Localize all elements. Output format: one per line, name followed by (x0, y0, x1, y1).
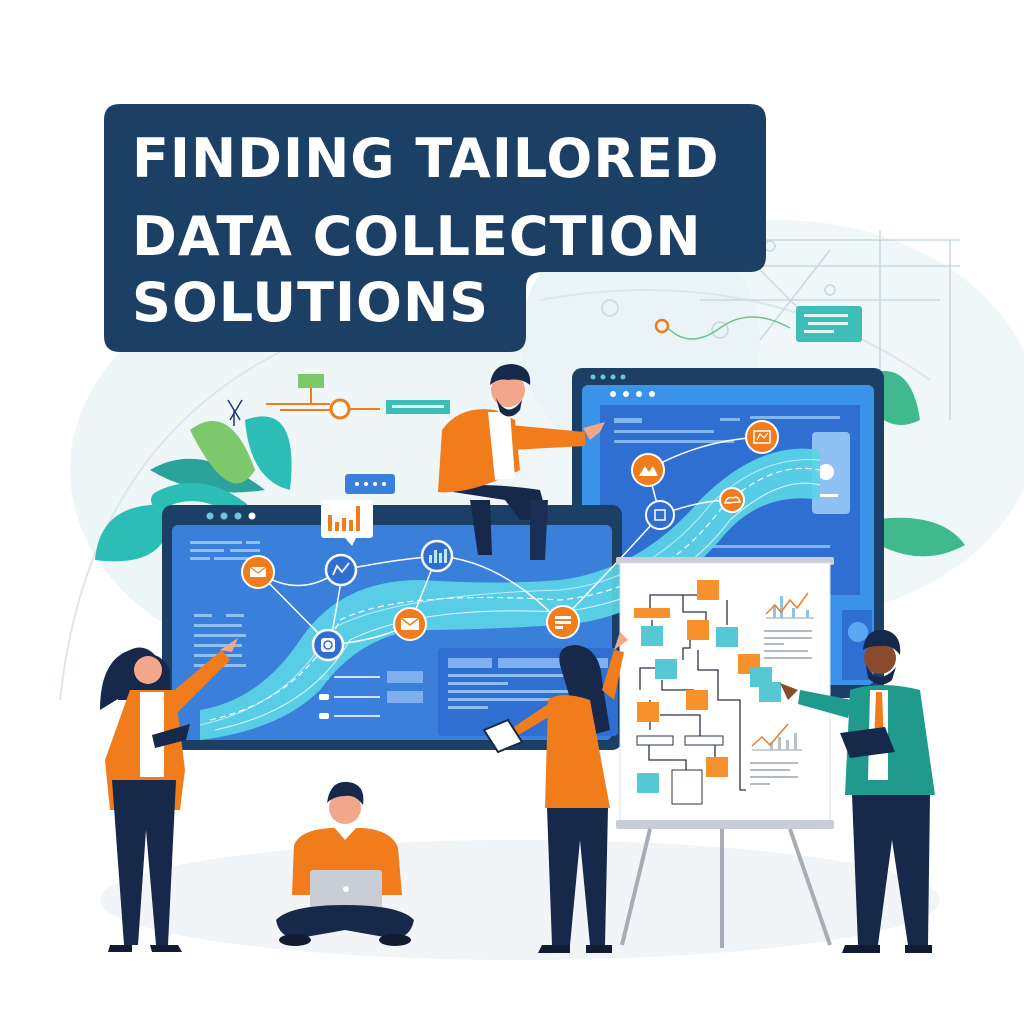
form-icon (546, 605, 580, 639)
floating-note-card (654, 306, 862, 342)
title-line-3: SOLUTIONS (132, 271, 490, 334)
whiteboard-chart-2 (751, 723, 802, 751)
man-cross-legged-laptop (276, 781, 414, 946)
mountain-icon (631, 453, 665, 487)
envelope-icon (393, 607, 427, 641)
plant-left (95, 416, 292, 562)
camera-icon (311, 628, 345, 662)
title-banner: FINDING TAILORED DATA COLLECTION SOLUTIO… (104, 104, 766, 352)
man-sitting-on-monitor (438, 364, 605, 560)
flowchart-notes (634, 580, 781, 805)
cloud-icon (719, 487, 745, 513)
data-nodes (241, 420, 779, 662)
title-line-1: FINDING TAILORED (132, 127, 720, 190)
grid-icon (645, 500, 675, 530)
woman-pointing (100, 638, 238, 952)
mail-icon (241, 555, 275, 589)
title-banner-shape (104, 104, 766, 352)
bar-chart-icon (420, 539, 454, 573)
whiteboard-chart-1 (765, 592, 814, 619)
chart-icon (324, 553, 358, 587)
woman-with-tablet (482, 632, 628, 953)
man-presenting (780, 629, 935, 953)
floating-connector (227, 374, 450, 426)
pm-icon (745, 420, 779, 454)
chart-bubble (321, 474, 395, 546)
form-rows (319, 671, 423, 719)
title-line-2: DATA COLLECTION (132, 205, 702, 268)
